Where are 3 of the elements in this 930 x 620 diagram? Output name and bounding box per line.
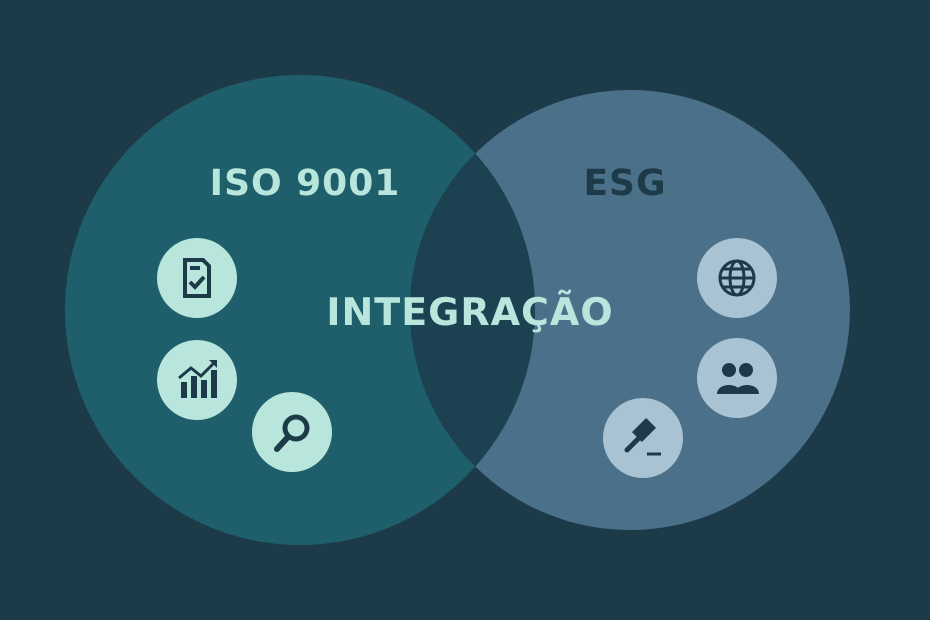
circle-title: ISO 9001 — [210, 163, 400, 204]
overlap-label: INTEGRAÇÃO — [326, 290, 614, 334]
circle-title: ESG — [583, 163, 667, 204]
